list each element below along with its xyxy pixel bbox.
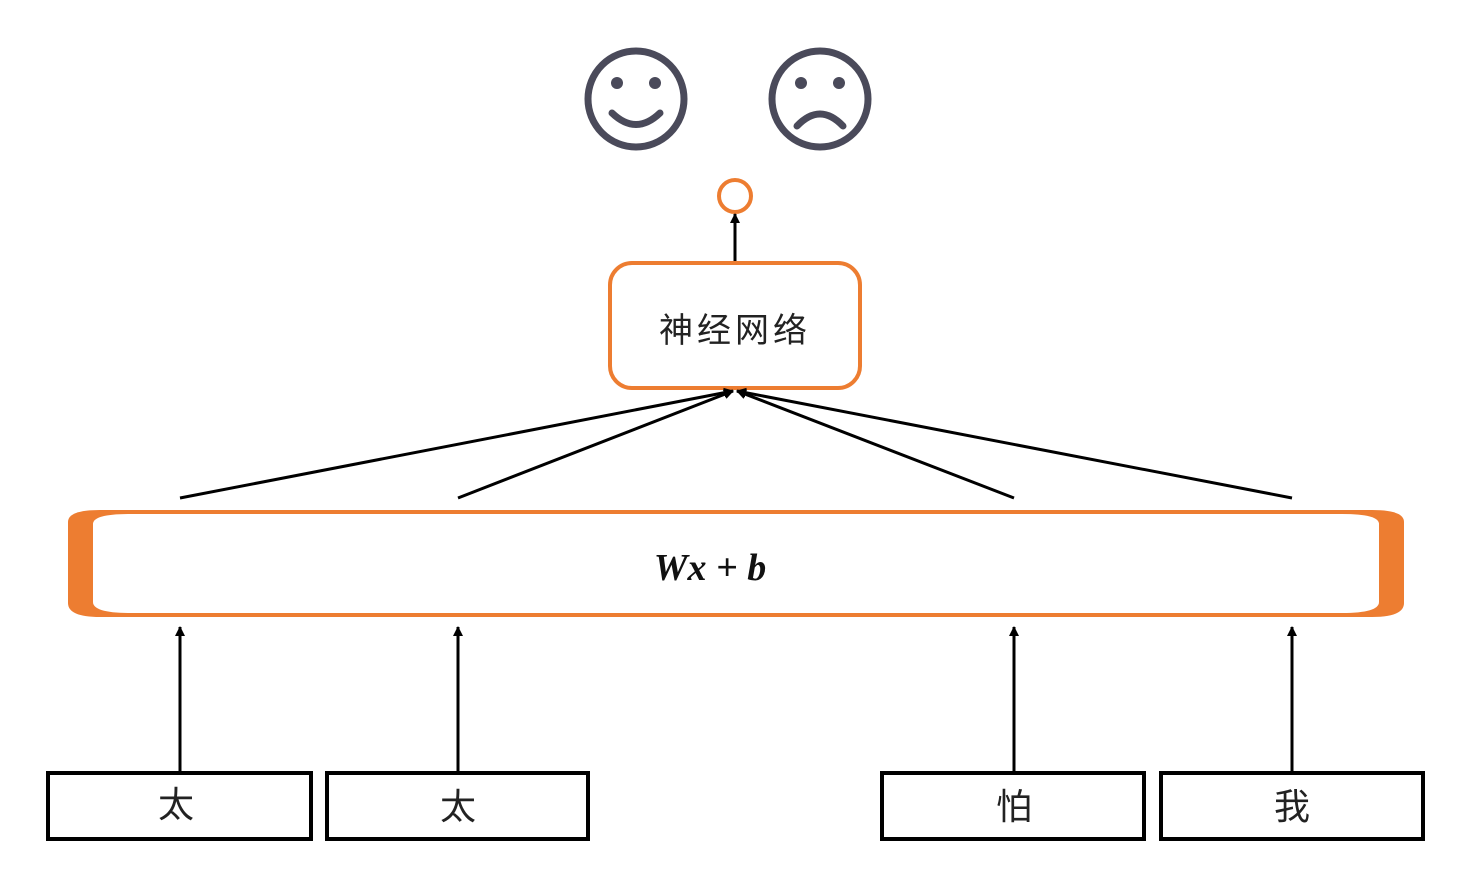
linear-layer: Wx + b [68, 510, 1404, 617]
input-token-2: 太 [325, 771, 590, 841]
input-token-1: 太 [46, 771, 313, 841]
output-node [717, 178, 753, 214]
input-token-4: 我 [1159, 771, 1425, 841]
sad-face-icon [768, 47, 872, 151]
neural-network-box: 神经网络 [608, 261, 862, 390]
input-token-label: 我 [1274, 787, 1310, 828]
input-token-label: 太 [440, 787, 476, 828]
edge-4 [736, 387, 1293, 500]
happy-face-icon [584, 47, 688, 151]
edge-1 [179, 387, 734, 500]
layer-formula: Wx + b [654, 547, 766, 589]
layer-to-network-arrows [179, 387, 1293, 500]
input-to-layer-arrows [175, 626, 1297, 772]
neural-network-label: 神经网络 [659, 311, 811, 351]
input-token-3: 怕 [880, 771, 1146, 841]
input-token-label: 太 [158, 785, 194, 826]
edge-2 [457, 389, 734, 500]
edge-3 [736, 389, 1015, 500]
input-token-label: 怕 [996, 787, 1032, 828]
